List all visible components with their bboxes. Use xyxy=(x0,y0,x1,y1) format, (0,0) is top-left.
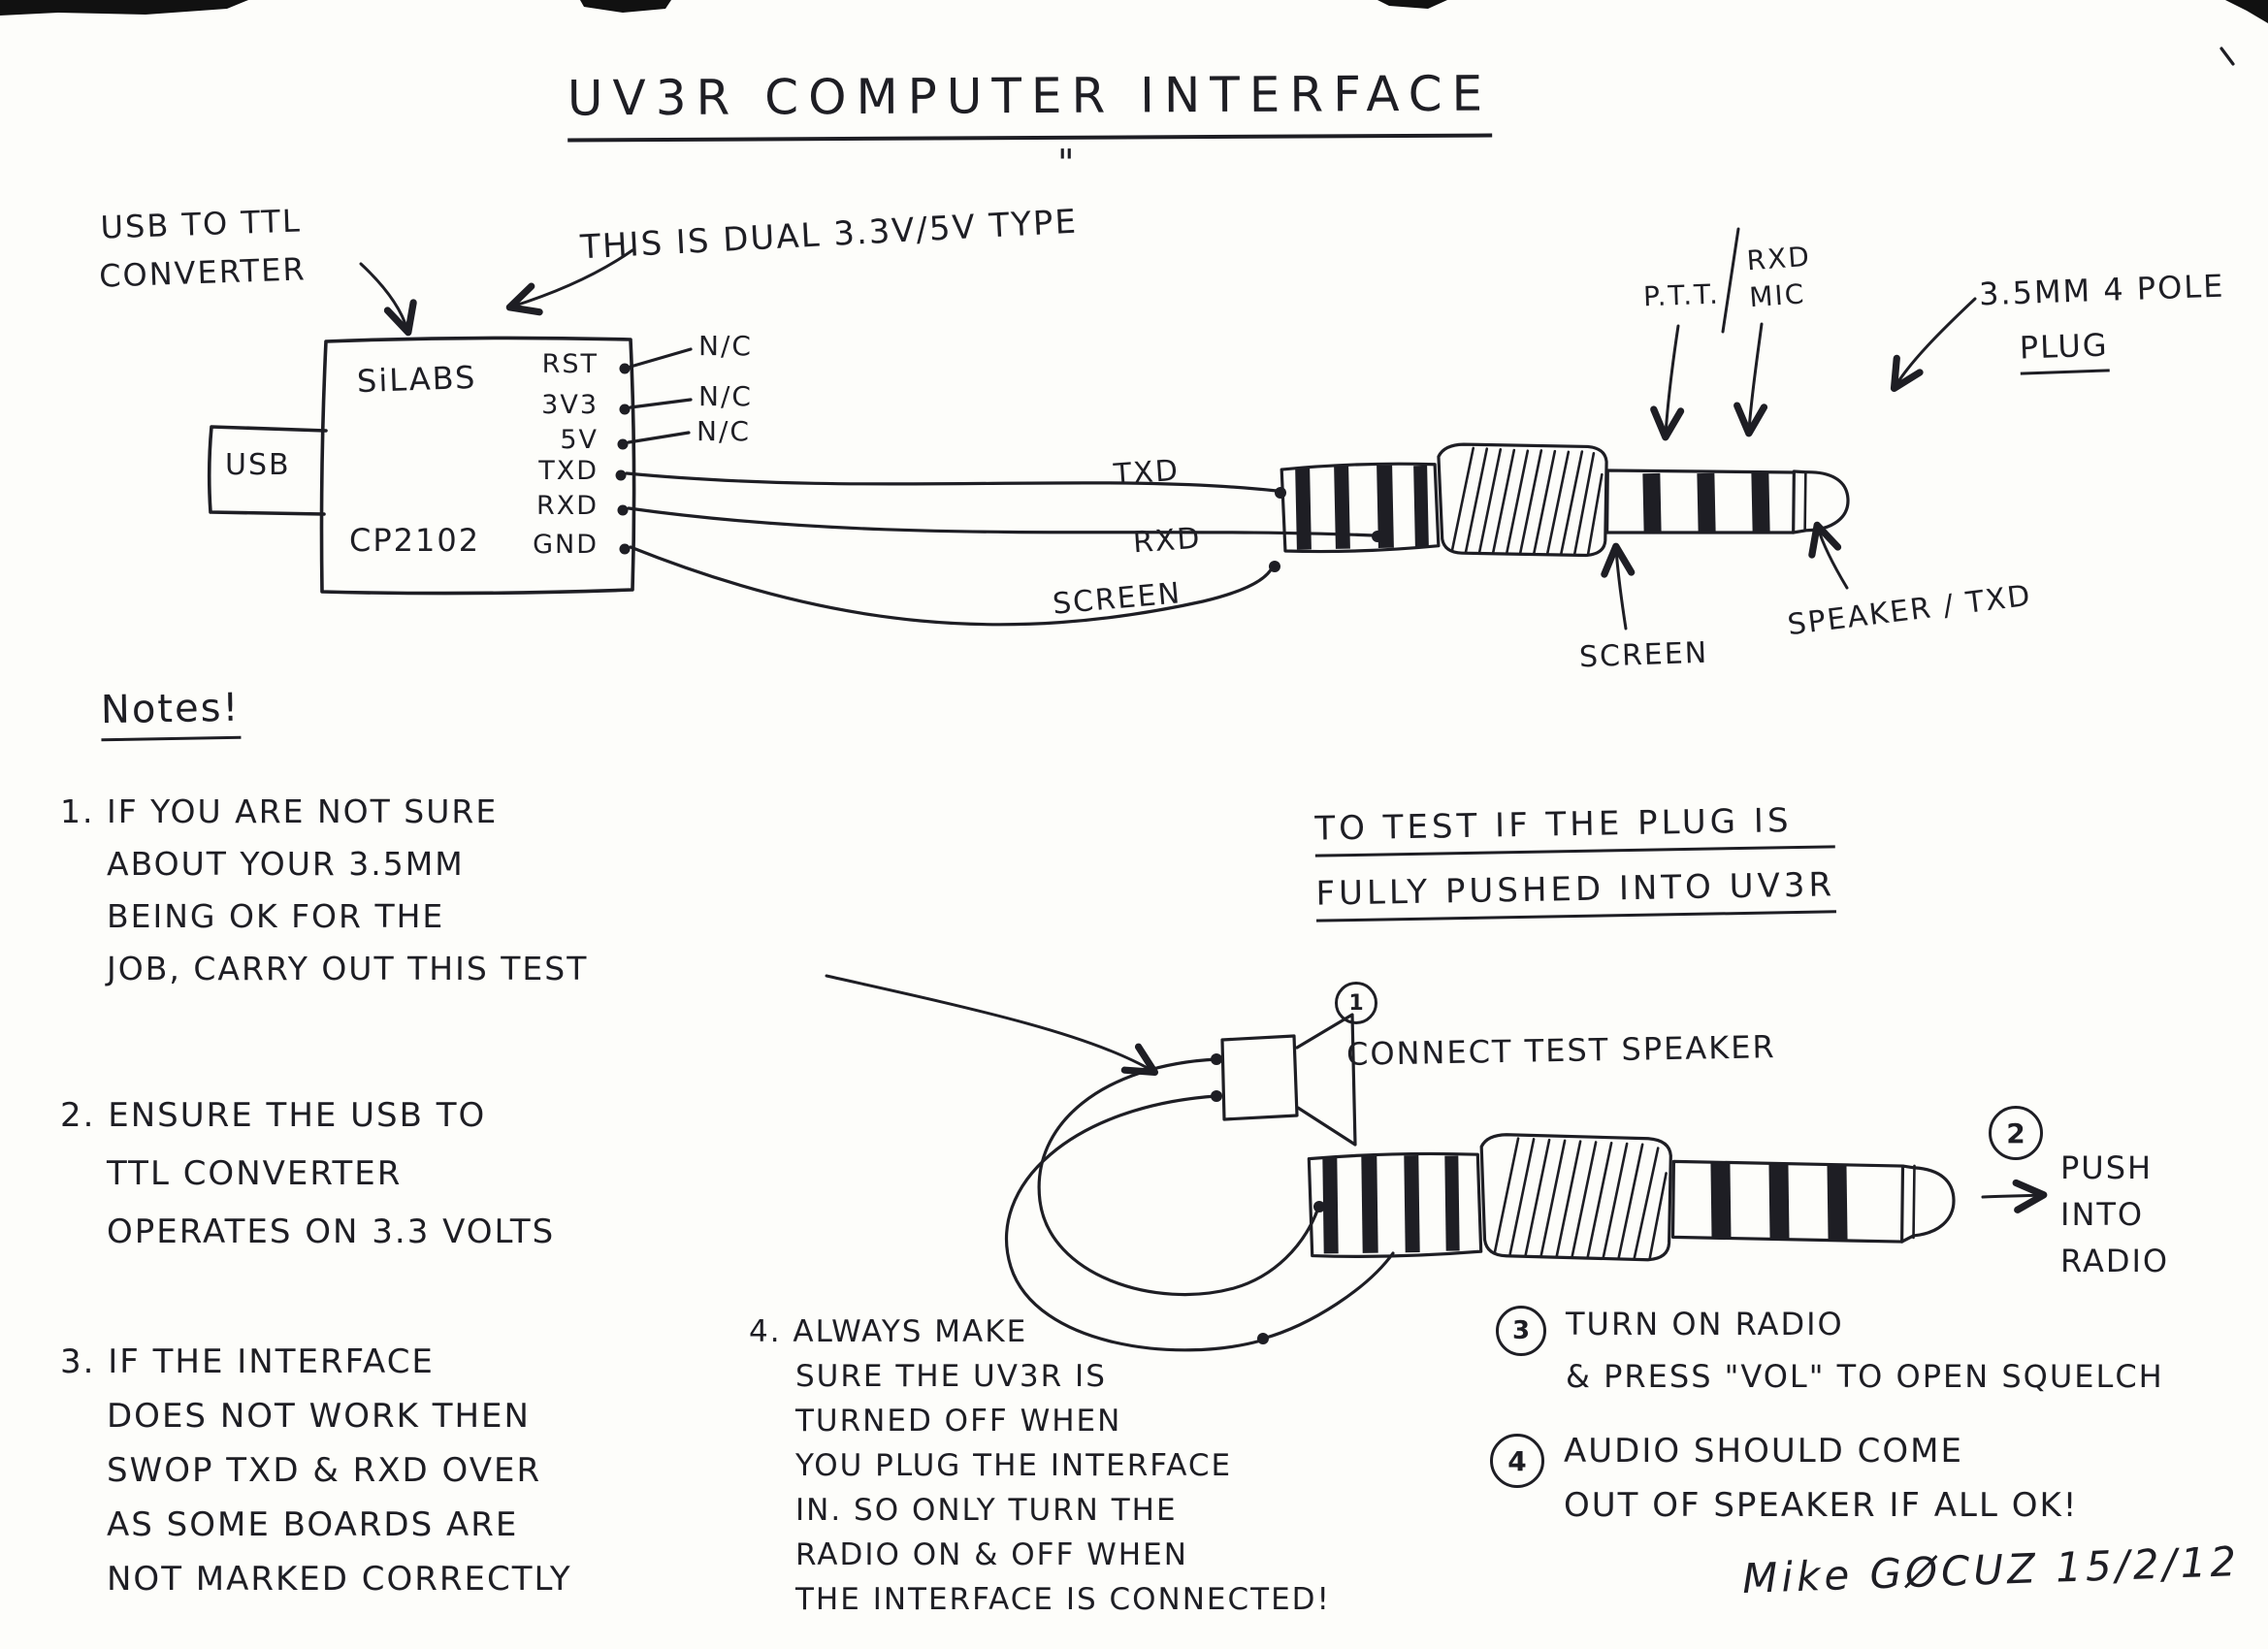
ptt-arrow xyxy=(1650,324,1685,441)
ptt-label: P.T.T. xyxy=(1642,277,1721,313)
dual-type-arrow xyxy=(505,248,634,316)
note-2: 2. ENSURE THE USB TO TTL CONVERTER OPERA… xyxy=(60,1096,556,1251)
cable-bands xyxy=(1295,465,1429,550)
wire-label-txd: TXD xyxy=(1112,453,1182,493)
pin-label-rxd: RXD xyxy=(535,491,599,521)
nc-leads-drawing xyxy=(627,347,693,444)
test-wires-drawing xyxy=(1004,1057,1395,1352)
step-4-number: 4 xyxy=(1490,1434,1544,1488)
speaker-txd-arrow xyxy=(1808,521,1849,590)
usb-ttl-arrow xyxy=(359,262,417,337)
pin-label-gnd: GND xyxy=(533,530,599,560)
pin-label-txd: TXD xyxy=(538,456,599,486)
step-1-number: 1 xyxy=(1335,982,1377,1024)
pin-dots xyxy=(615,363,631,555)
wire-label-rxd: RXD xyxy=(1131,521,1203,561)
note-1: 1. IF YOU ARE NOT SURE ABOUT YOUR 3.5MM … xyxy=(60,792,589,987)
pin-label-rst: RST xyxy=(541,349,599,379)
step-2-text: PUSH INTO RADIO xyxy=(2060,1149,2170,1279)
test-title: TO TEST IF THE PLUG IS FULLY PUSHED INTO… xyxy=(1314,800,1836,922)
nc-label-1: N/C xyxy=(698,330,753,362)
step-3-text: TURN ON RADIO & PRESS "VOL" TO OPEN SQUE… xyxy=(1566,1306,2164,1395)
usb-ttl-converter-label: USB TO TTL CONVERTER xyxy=(98,202,308,295)
plug-tip xyxy=(1792,469,1850,534)
usb-connector-drawing xyxy=(207,425,328,516)
note-3: 3. IF THE INTERFACE DOES NOT WORK THEN S… xyxy=(60,1342,572,1599)
step-3-number: 3 xyxy=(1496,1306,1546,1356)
wires-drawing xyxy=(625,471,1383,627)
pin-label-3v3: 3V3 xyxy=(541,390,599,420)
notes-heading: Notes! xyxy=(100,685,242,742)
rxd-mic-label: RXD MIC xyxy=(1745,240,1812,314)
title-tick-mark: " xyxy=(1057,142,1077,184)
chip-brand-label: SiLABS xyxy=(356,358,477,401)
step-4-text: AUDIO SHOULD COME OUT OF SPEAKER IF ALL … xyxy=(1564,1432,2079,1525)
annotation-arrows xyxy=(359,227,2048,1213)
step-1-text: CONNECT TEST SPEAKER xyxy=(1345,1028,1776,1073)
pin-label-5v: 5V xyxy=(560,425,599,455)
nc-label-2: N/C xyxy=(698,380,753,412)
rxd-mic-arrow xyxy=(1733,322,1768,437)
plug-label-arrow xyxy=(1890,297,1977,392)
scan-artifact-marks xyxy=(0,0,2268,23)
rxd-wire xyxy=(627,506,1376,537)
plug-drawing xyxy=(1280,442,1850,558)
test-speaker-drawing xyxy=(1211,1013,1357,1147)
chip-part-label: CP2102 xyxy=(349,522,481,559)
test-setup-drawing xyxy=(1004,1013,1956,1352)
test-plug-drawing xyxy=(1307,1133,1956,1262)
step-2-number: 2 xyxy=(1989,1106,2043,1160)
test-title-line2: FULLY PUSHED INTO UV3R xyxy=(1315,865,1836,922)
plug-type-label-line2: PLUG xyxy=(2019,326,2110,375)
usb-port-label: USB xyxy=(225,448,291,482)
scan-tick-mark xyxy=(2219,47,2235,66)
ptt-rxd-divider-line xyxy=(1721,227,1740,334)
push-into-radio-arrow xyxy=(1981,1179,2048,1213)
note-4: 4. ALWAYS MAKE SURE THE UV3R IS TURNED O… xyxy=(749,1314,1331,1617)
screen-contact-label: SCREEN xyxy=(1578,635,1709,675)
txd-wire xyxy=(625,471,1279,493)
note1-to-test-arrow xyxy=(825,974,1159,1077)
strain-relief-hatch xyxy=(1450,446,1604,557)
test-title-line1: TO TEST IF THE PLUG IS xyxy=(1314,800,1835,857)
plug-rings xyxy=(1642,472,1770,534)
screen-wire xyxy=(629,545,1275,627)
nc-label-3: N/C xyxy=(697,415,751,447)
page-title: UV3R COMPUTER INTERFACE xyxy=(567,65,1493,143)
converter-box-drawing xyxy=(207,336,636,596)
screen-arrow xyxy=(1601,542,1636,630)
